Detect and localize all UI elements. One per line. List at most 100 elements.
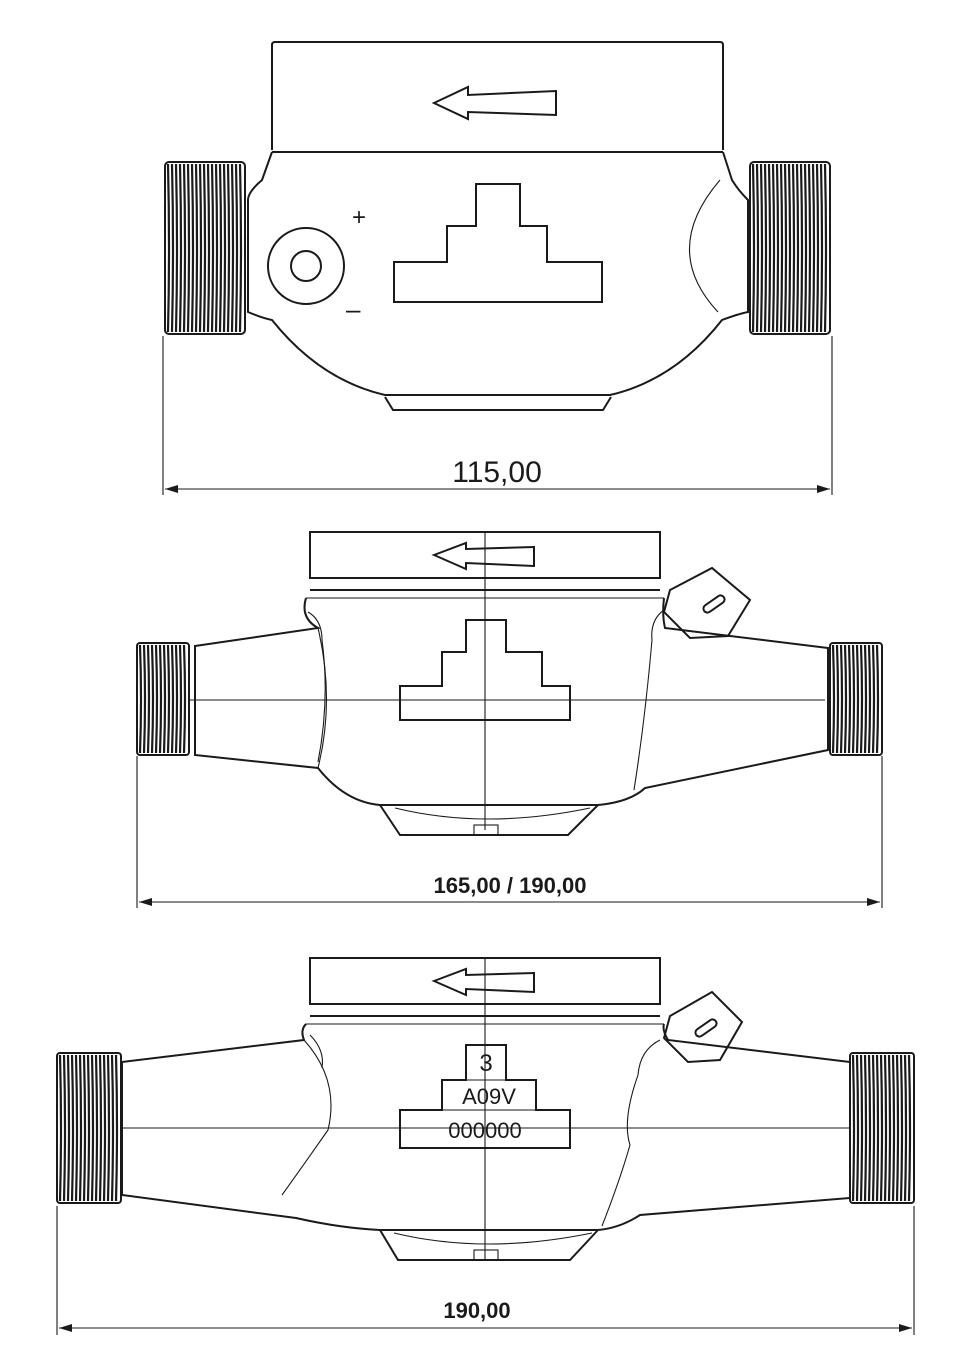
thread-line bbox=[851, 644, 856, 754]
thread-line bbox=[62, 1054, 67, 1202]
dimension-190-label: 190,00 bbox=[443, 1298, 510, 1323]
thread-right bbox=[829, 642, 883, 756]
thread-line bbox=[78, 1054, 83, 1202]
thread-line bbox=[214, 163, 219, 333]
thread-line bbox=[86, 1054, 91, 1202]
thread-line bbox=[811, 163, 816, 333]
label-plate bbox=[399, 619, 571, 721]
thread-right bbox=[849, 1052, 915, 1204]
thread-line bbox=[835, 644, 840, 754]
thread-line bbox=[174, 163, 179, 333]
thread-line bbox=[771, 163, 776, 333]
thread-left bbox=[136, 642, 190, 756]
thread-line bbox=[875, 644, 880, 754]
thread-line bbox=[887, 1054, 892, 1202]
thread-line bbox=[154, 644, 159, 754]
thread-line bbox=[170, 644, 175, 754]
thread-line bbox=[190, 163, 195, 333]
thread-line bbox=[783, 163, 788, 333]
thread-line bbox=[855, 644, 860, 754]
thread-line bbox=[875, 1054, 880, 1202]
thread-line bbox=[166, 163, 171, 333]
thread-line bbox=[138, 644, 143, 754]
thread-line bbox=[843, 644, 848, 754]
thread-line bbox=[855, 1054, 860, 1202]
tamper-tab bbox=[662, 566, 752, 640]
thread-line bbox=[166, 644, 171, 754]
thread-left bbox=[164, 161, 246, 335]
thread-line bbox=[234, 163, 239, 333]
thread-line bbox=[238, 163, 243, 333]
thread-line bbox=[226, 163, 231, 333]
thread-line bbox=[90, 1054, 95, 1202]
thread-line bbox=[895, 1054, 900, 1202]
thread-line bbox=[871, 1054, 876, 1202]
thread-line bbox=[755, 163, 760, 333]
thread-line bbox=[58, 1054, 63, 1202]
thread-line bbox=[807, 163, 812, 333]
thread-line bbox=[150, 644, 155, 754]
boss-ring bbox=[267, 227, 345, 305]
meter-view-190: 3 A09V 000000 190,00 bbox=[56, 957, 915, 1335]
thread-line bbox=[98, 1054, 103, 1202]
thread-line bbox=[174, 644, 179, 754]
thread-line bbox=[799, 163, 804, 333]
thread-line bbox=[871, 644, 876, 754]
thread-line bbox=[210, 163, 215, 333]
thread-line bbox=[815, 163, 820, 333]
thread-line bbox=[110, 1054, 115, 1202]
label-plate bbox=[393, 183, 603, 303]
thread-line bbox=[162, 644, 167, 754]
thread-line bbox=[194, 163, 199, 333]
thread-line bbox=[114, 1054, 119, 1202]
thread-line bbox=[851, 1054, 856, 1202]
thread-line bbox=[170, 163, 175, 333]
thread-line bbox=[759, 163, 764, 333]
thread-line bbox=[182, 163, 187, 333]
thread-line bbox=[839, 644, 844, 754]
thread-line bbox=[206, 163, 211, 333]
thread-line bbox=[146, 644, 151, 754]
thread-right bbox=[749, 161, 831, 335]
thread-line bbox=[178, 644, 183, 754]
thread-line bbox=[779, 163, 784, 333]
thread-line bbox=[751, 163, 756, 333]
thread-line bbox=[222, 163, 227, 333]
label-line-1: 3 bbox=[479, 1050, 492, 1077]
thread-line bbox=[823, 163, 828, 333]
thread-line bbox=[863, 1054, 868, 1202]
thread-line bbox=[178, 163, 183, 333]
dimension-165-190-label: 165,00 / 190,00 bbox=[434, 873, 587, 898]
thread-line bbox=[82, 1054, 87, 1202]
thread-line bbox=[863, 644, 868, 754]
thread-line bbox=[94, 1054, 99, 1202]
flow-arrow-icon bbox=[431, 541, 535, 571]
minus-symbol: – bbox=[346, 294, 361, 324]
thread-line bbox=[158, 644, 163, 754]
thread-line bbox=[182, 644, 187, 754]
thread-line bbox=[819, 163, 824, 333]
thread-line bbox=[903, 1054, 908, 1202]
thread-line bbox=[859, 1054, 864, 1202]
thread-line bbox=[66, 1054, 71, 1202]
thread-line bbox=[891, 1054, 896, 1202]
flow-arrow-icon bbox=[431, 967, 535, 997]
meter-view-165-190: 165,00 / 190,00 bbox=[136, 531, 883, 908]
tamper-tab bbox=[662, 990, 744, 1064]
thread-line bbox=[142, 644, 147, 754]
thread-line bbox=[791, 163, 796, 333]
label-line-2: A09V bbox=[462, 1084, 516, 1109]
thread-line bbox=[867, 644, 872, 754]
thread-line bbox=[106, 1054, 111, 1202]
thread-line bbox=[883, 1054, 888, 1202]
dimension-115-label: 115,00 bbox=[452, 456, 542, 489]
thread-line bbox=[198, 163, 203, 333]
thread-line bbox=[186, 163, 191, 333]
thread-left bbox=[56, 1052, 122, 1204]
thread-line bbox=[795, 163, 800, 333]
thread-line bbox=[74, 1054, 79, 1202]
thread-line bbox=[867, 1054, 872, 1202]
plus-symbol: + bbox=[352, 204, 366, 231]
thread-line bbox=[899, 1054, 904, 1202]
